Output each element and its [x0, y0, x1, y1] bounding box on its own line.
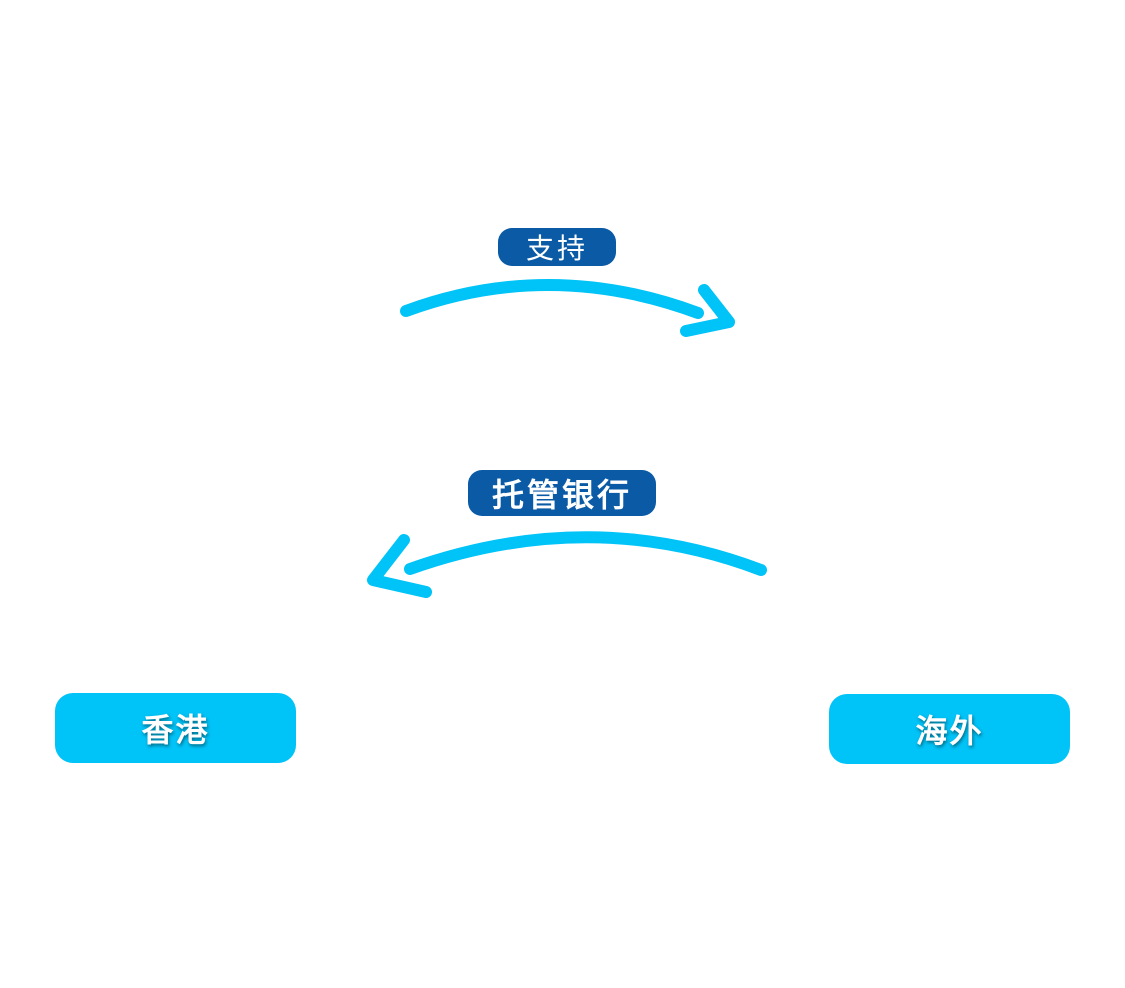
arrow-left-head: [367, 534, 432, 598]
arrow-left-shaft: [404, 531, 767, 576]
arrow-right-shaft: [400, 279, 704, 319]
custodian-bank-label: 托管银行: [468, 470, 656, 516]
overseas-node: 海外: [829, 694, 1070, 764]
support-label: 支持: [498, 228, 616, 266]
arrow-right-head: [680, 284, 735, 337]
hong-kong-node: 香港: [55, 693, 296, 763]
